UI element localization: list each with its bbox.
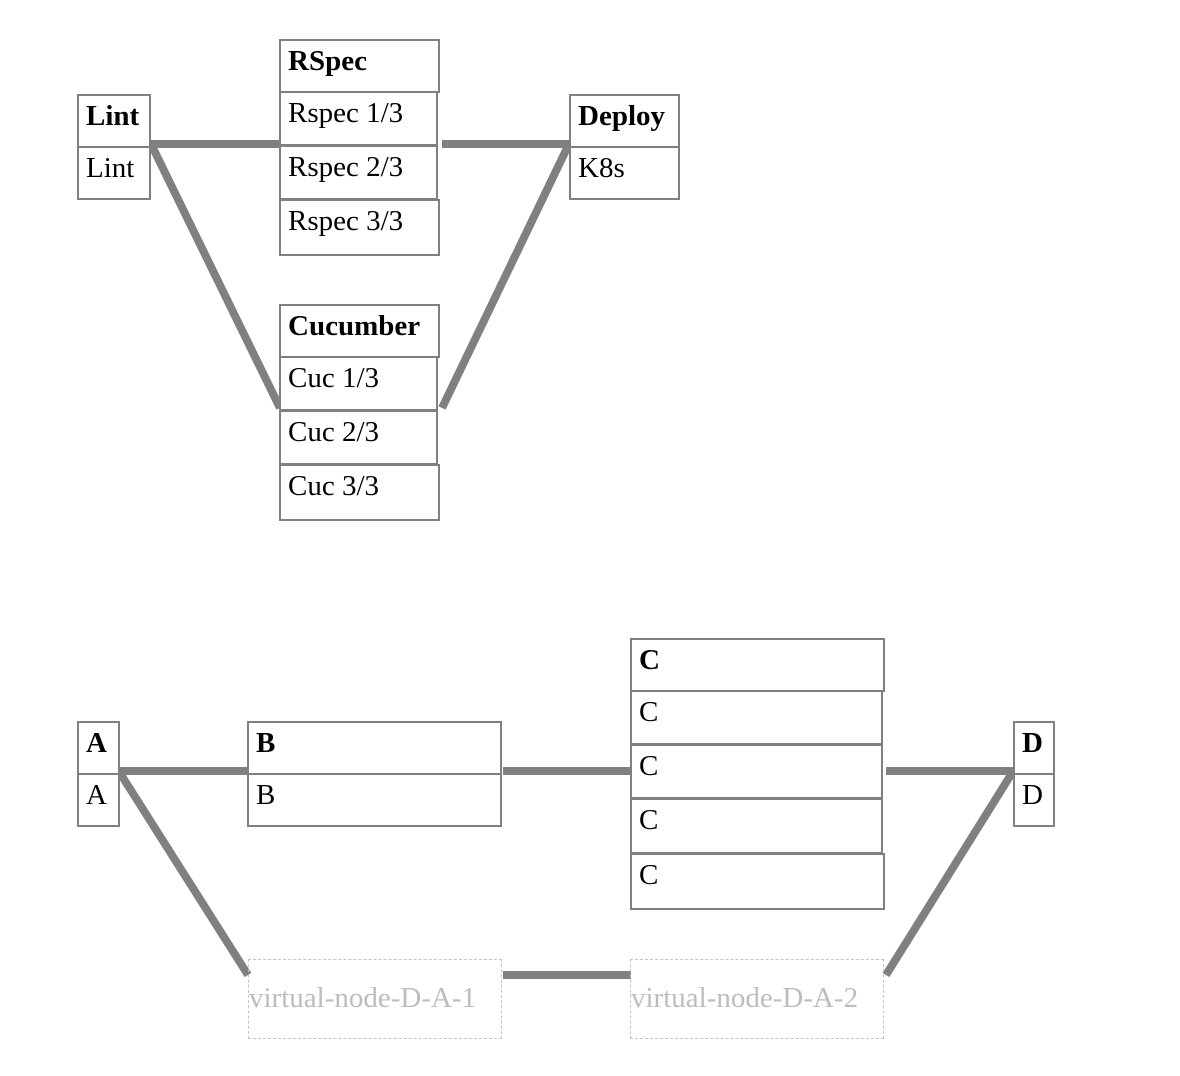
job-c-3[interactable]: C [630,798,883,854]
node-c[interactable]: C C C C C [630,638,885,910]
node-cucumber[interactable]: Cucumber Cuc 1/3 Cuc 2/3 Cuc 3/3 [279,304,440,521]
job-cucumber-2[interactable]: Cuc 2/3 [279,410,438,465]
job-cucumber-3[interactable]: Cuc 3/3 [279,464,440,521]
job-d[interactable]: D [1013,773,1055,827]
node-lint-title: Lint [77,94,151,148]
node-d-title: D [1013,721,1055,775]
node-c-title: C [630,638,885,692]
node-b[interactable]: B B [247,721,502,827]
virtual-node-2: virtual-node-D-A-2 [630,959,884,1039]
job-c-4[interactable]: C [630,853,885,910]
node-a[interactable]: A A [77,721,120,827]
edge-a-virtual-1 [116,770,252,978]
node-rspec[interactable]: RSpec Rspec 1/3 Rspec 2/3 Rspec 3/3 [279,39,440,256]
edge-lint-cucumber [148,144,284,410]
job-c-1[interactable]: C [630,690,883,745]
job-c-2[interactable]: C [630,744,883,799]
job-b[interactable]: B [247,773,502,827]
node-deploy[interactable]: Deploy K8s [569,94,680,200]
edge-cucumber-deploy [438,144,572,410]
job-deploy-k8s[interactable]: K8s [569,146,680,200]
node-d[interactable]: D D [1013,721,1055,827]
node-deploy-title: Deploy [569,94,680,148]
node-lint[interactable]: Lint Lint [77,94,151,200]
node-a-title: A [77,721,120,775]
job-rspec-3[interactable]: Rspec 3/3 [279,199,440,256]
node-rspec-title: RSpec [279,39,440,93]
job-rspec-1[interactable]: Rspec 1/3 [279,91,438,146]
job-lint[interactable]: Lint [77,146,151,200]
edge-virtual-2-d [882,770,1016,978]
job-a[interactable]: A [77,773,120,827]
node-b-title: B [247,721,502,775]
virtual-node-1: virtual-node-D-A-1 [248,959,502,1039]
node-cucumber-title: Cucumber [279,304,440,358]
job-cucumber-1[interactable]: Cuc 1/3 [279,356,438,411]
job-rspec-2[interactable]: Rspec 2/3 [279,145,438,200]
